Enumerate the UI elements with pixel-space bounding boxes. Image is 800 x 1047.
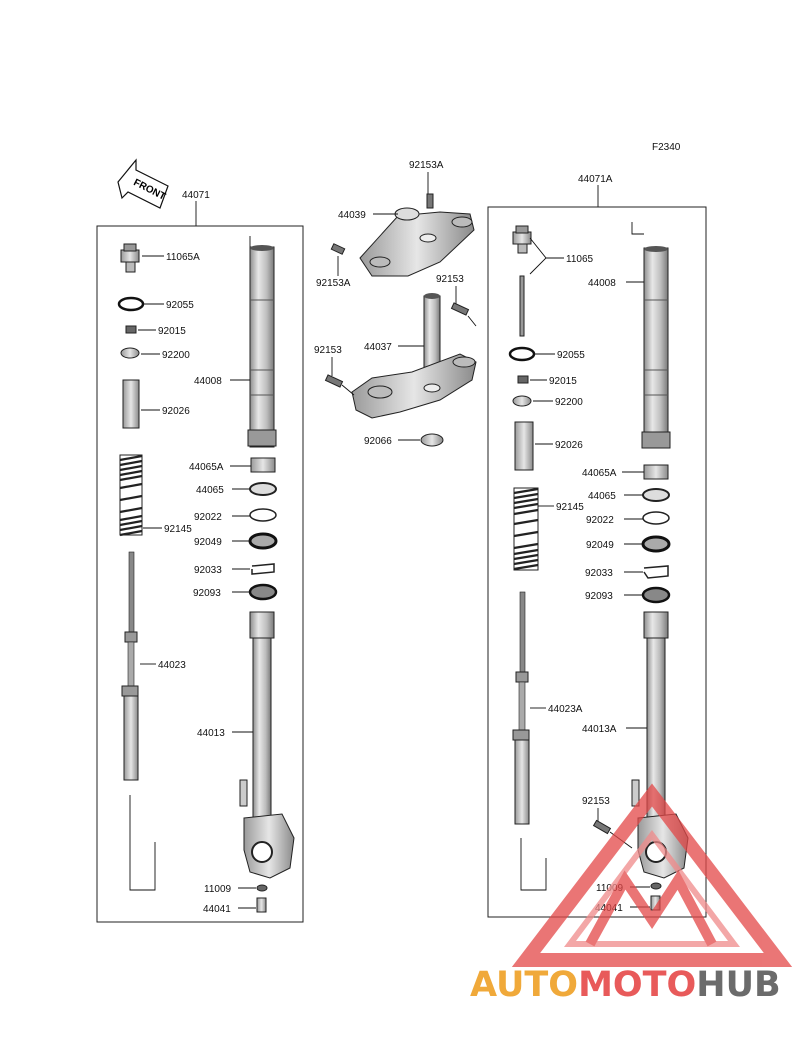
part-label-44008-right: 44008 bbox=[588, 278, 616, 289]
part-label-44065: 44065 bbox=[196, 485, 224, 496]
watermark-triangle-icon bbox=[511, 783, 793, 967]
part-label-44065a-right: 44065A bbox=[582, 468, 617, 479]
part-label-92055-right: 92055 bbox=[557, 350, 585, 361]
part-label-44008: 44008 bbox=[194, 376, 222, 387]
part-label-44041: 44041 bbox=[203, 904, 231, 915]
bushing-44065a bbox=[250, 457, 276, 473]
bushing-44065a-right bbox=[643, 464, 669, 480]
part-label-92055: 92055 bbox=[166, 300, 194, 311]
part-label-92153a-left: 92153A bbox=[316, 278, 351, 289]
part-label-92153-upper: 92153 bbox=[436, 274, 464, 285]
diagram-code: F2340 bbox=[652, 142, 681, 153]
part-label-44037: 44037 bbox=[364, 342, 392, 353]
bushing-44065-right bbox=[642, 488, 670, 502]
part-label-11065a: 11065A bbox=[166, 252, 200, 263]
snap-ring-92033 bbox=[251, 563, 275, 575]
nut-92015 bbox=[125, 325, 137, 334]
part-label-44065a: 44065A bbox=[189, 462, 224, 473]
part-label-11009: 11009 bbox=[204, 884, 232, 895]
bolt-92153-left bbox=[324, 374, 344, 388]
gasket-11009 bbox=[256, 884, 268, 892]
dust-seal-92093-right bbox=[641, 586, 671, 604]
part-label-92093: 92093 bbox=[193, 588, 221, 599]
o-ring-92055-right bbox=[508, 346, 536, 362]
outer-tube-44008 bbox=[247, 245, 277, 448]
o-ring-92055 bbox=[117, 296, 145, 312]
washer-92022-right bbox=[642, 511, 670, 525]
bolt-92153a-top bbox=[426, 193, 434, 209]
part-label-44013: 44013 bbox=[197, 728, 225, 739]
inner-tube-44013 bbox=[239, 611, 295, 879]
part-label-92015-right: 92015 bbox=[549, 376, 577, 387]
part-label-92153-left: 92153 bbox=[314, 345, 342, 356]
upper-bracket-44039 bbox=[359, 207, 475, 277]
snap-ring-92033-right bbox=[643, 565, 669, 579]
outer-tube-44008-right bbox=[641, 246, 671, 449]
part-label-92026-right: 92026 bbox=[555, 440, 583, 451]
part-label-92066: 92066 bbox=[364, 436, 392, 447]
gasket-11009-right bbox=[650, 882, 662, 890]
damper-rod-44023 bbox=[121, 551, 139, 781]
watermark-moto: MOTO bbox=[578, 965, 696, 1005]
part-label-44013a: 44013A bbox=[582, 724, 617, 735]
part-label-92033-right: 92033 bbox=[585, 568, 613, 579]
collar-92026-right bbox=[514, 421, 534, 471]
watermark-auto: AUTO bbox=[470, 965, 578, 1005]
svg-text:AUTOMOTOHUB: AUTOMOTOHUB bbox=[470, 965, 781, 1005]
fork-spring-92145 bbox=[119, 454, 143, 537]
stem-bracket-44037 bbox=[351, 293, 477, 419]
part-label-92153a-top: 92153A bbox=[409, 160, 444, 171]
nut-92066 bbox=[420, 433, 444, 447]
bolt-92153-upper bbox=[450, 302, 470, 316]
damper-rod-44023a bbox=[512, 591, 530, 825]
washer-92200 bbox=[120, 347, 140, 359]
part-label-11065: 11065 bbox=[566, 254, 594, 265]
part-label-92049-right: 92049 bbox=[586, 540, 614, 551]
watermark-hub: HUB bbox=[696, 965, 780, 1005]
part-label-92200: 92200 bbox=[162, 350, 190, 361]
part-label-44023: 44023 bbox=[158, 660, 186, 671]
part-label-92200-right: 92200 bbox=[555, 397, 583, 408]
watermark-text: AUTOMOTOHUB bbox=[470, 965, 781, 1005]
part-label-92026: 92026 bbox=[162, 406, 190, 417]
assembly-label-left: 44071 bbox=[182, 190, 210, 201]
drain-bolt-44041 bbox=[256, 897, 267, 913]
fork-cap-bolt-11065a bbox=[120, 243, 140, 273]
part-label-92093-right: 92093 bbox=[585, 591, 613, 602]
oil-seal-92049-right bbox=[641, 535, 671, 553]
part-label-92049: 92049 bbox=[194, 537, 222, 548]
oil-seal-92049 bbox=[248, 532, 278, 550]
bolt-92153a-left bbox=[330, 243, 346, 255]
part-label-44065-right: 44065 bbox=[588, 491, 616, 502]
front-arrow-icon: FRONT bbox=[117, 158, 169, 209]
bolt-92153-right bbox=[592, 819, 612, 835]
assembly-box-left bbox=[96, 225, 304, 923]
collar-92026 bbox=[122, 379, 140, 429]
part-label-92145: 92145 bbox=[164, 524, 192, 535]
washer-92200-right bbox=[512, 395, 532, 407]
part-label-44023a: 44023A bbox=[548, 704, 583, 715]
fork-cap-bolt-11065 bbox=[512, 225, 532, 337]
assembly-box-right bbox=[487, 206, 707, 918]
part-label-92145-right: 92145 bbox=[556, 502, 584, 513]
part-label-92015: 92015 bbox=[158, 326, 186, 337]
part-label-92022: 92022 bbox=[194, 512, 222, 523]
fork-spring-92145-right bbox=[513, 487, 539, 571]
part-label-44039: 44039 bbox=[338, 210, 366, 221]
part-label-92153-right: 92153 bbox=[582, 796, 610, 807]
part-label-92033: 92033 bbox=[194, 565, 222, 576]
washer-92022 bbox=[249, 508, 277, 522]
nut-92015-right bbox=[517, 375, 529, 384]
assembly-label-right: 44071A bbox=[578, 174, 613, 185]
part-label-92022-right: 92022 bbox=[586, 515, 614, 526]
dust-seal-92093 bbox=[248, 583, 278, 601]
bushing-44065 bbox=[249, 482, 277, 496]
